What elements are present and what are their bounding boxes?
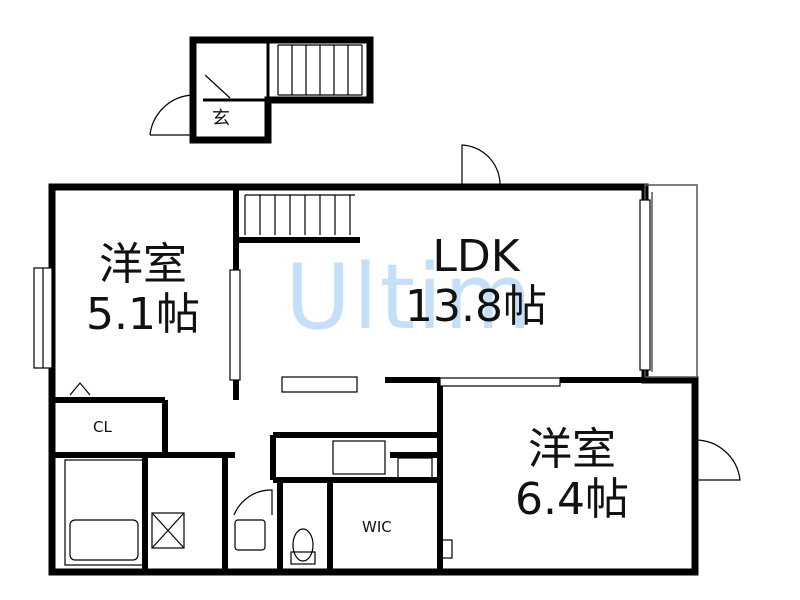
kitchen-counter — [281, 376, 358, 393]
kitchen-sink — [332, 440, 386, 475]
entrance-block — [149, 36, 374, 144]
ldk-stairs — [244, 194, 355, 235]
room-name: 洋室 — [98, 239, 187, 290]
bathtub — [64, 459, 146, 566]
room-label-closet: CL — [93, 418, 112, 436]
washbasin — [234, 519, 266, 551]
room-label-large-western-room: 洋室 6.4帖 — [515, 428, 629, 522]
room-size: 13.8帖 — [405, 281, 547, 332]
room-label-wic: WIC — [362, 518, 392, 536]
balcony — [644, 184, 698, 378]
doors — [69, 144, 741, 516]
room-name: LDK — [432, 231, 520, 282]
room-label-small-western-room: 洋室 5.1帖 — [86, 243, 200, 337]
toilet — [292, 528, 314, 562]
room-label-ldk: LDK 13.8帖 — [405, 235, 547, 329]
fridge-space — [397, 457, 433, 479]
fixtures — [64, 376, 453, 566]
room-size: 6.4帖 — [515, 474, 629, 525]
windows — [33, 199, 651, 387]
bathtub-inner — [69, 519, 139, 561]
wic-shelf — [439, 539, 453, 559]
room-name: 洋室 — [527, 424, 616, 475]
shower — [151, 512, 185, 549]
room-size: 5.1帖 — [86, 289, 200, 340]
watermark: Ultim — [285, 245, 534, 350]
room-label-genkan: 玄 — [212, 108, 230, 129]
